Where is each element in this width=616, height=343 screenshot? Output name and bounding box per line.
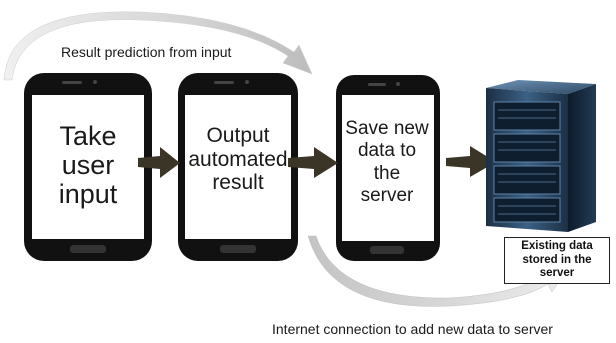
phone-3-label: Save new data to the server	[342, 118, 432, 208]
server-label-line-3: server	[539, 267, 575, 280]
server-icon	[486, 80, 596, 232]
arrow-2	[288, 147, 338, 178]
phone-3-line-2: data to	[357, 140, 417, 162]
phone-3-line-1: Save new	[345, 118, 429, 139]
phone-output-result	[178, 73, 298, 261]
curved-arrow-top	[3, 11, 313, 81]
phone-2-line-3: result	[212, 171, 264, 195]
phone-1-line-2: user	[61, 150, 115, 181]
caption-internet-connection: Internet connection to add new data to s…	[272, 321, 553, 337]
server-label-line-1: Existing data	[521, 240, 593, 252]
phone-1-line-1: Take	[59, 121, 117, 151]
phone-2-line-1: Output	[206, 124, 270, 147]
caption-result-prediction: Result prediction from input	[61, 44, 232, 60]
phone-1-line-3: input	[58, 179, 118, 210]
server-label: Existing data stored in the server	[504, 237, 610, 284]
phone-save-data	[336, 75, 440, 261]
phone-1-label: Take user input	[41, 121, 135, 210]
phone-2-line-2: automated	[188, 147, 288, 171]
phone-2-label: Output automated result	[183, 124, 293, 195]
arrow-1	[138, 147, 180, 178]
phone-take-input	[24, 73, 152, 261]
phone-3-line-3: the	[373, 162, 401, 184]
arrow-3	[446, 146, 496, 177]
phone-3-line-4: server	[360, 185, 414, 207]
server-label-line-2: stored in the	[522, 253, 592, 266]
